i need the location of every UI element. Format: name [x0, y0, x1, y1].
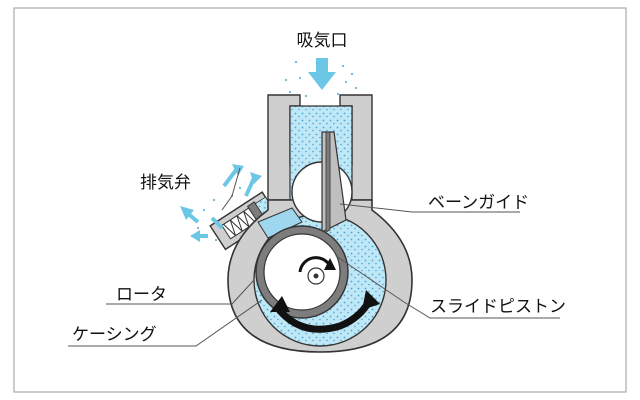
exhaust-arrow-icon	[180, 164, 262, 242]
rotor	[263, 233, 341, 311]
rotation-arrow-icon	[270, 290, 380, 333]
frame-border	[13, 7, 627, 393]
vane	[321, 131, 347, 233]
rotor-label: ロータ	[116, 285, 167, 305]
slide-piston-label: スライドピストン	[430, 297, 566, 317]
exhaust-port-air	[257, 207, 303, 239]
casing-label: ケーシング	[72, 325, 157, 345]
leader-lines	[68, 167, 560, 347]
rotor-center	[298, 256, 336, 285]
intake-arrow-icon	[308, 58, 336, 90]
intake-label: 吸気口	[297, 31, 348, 51]
exhaust-valve-label: 排気弁	[140, 173, 191, 193]
vane-guide-label: ベーンガイド	[428, 193, 529, 213]
